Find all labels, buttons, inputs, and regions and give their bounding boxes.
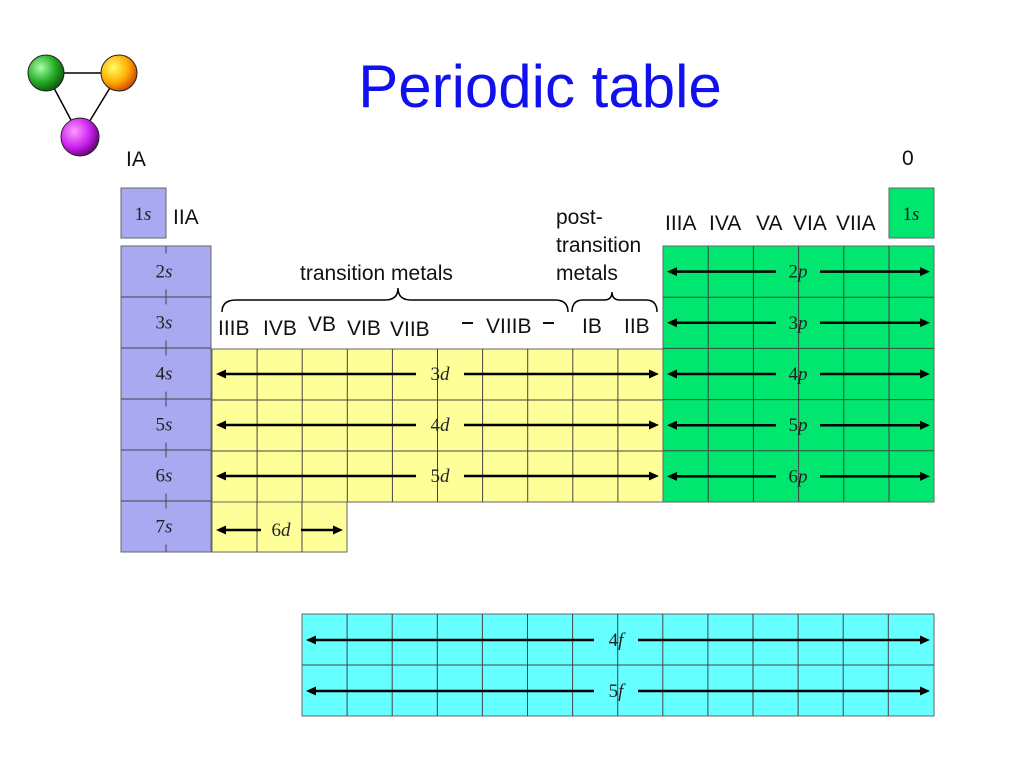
group-label-ib: IB — [582, 315, 602, 338]
orbital-3p-label: 3p — [789, 312, 808, 333]
orbital-4f-arrowhead-left — [306, 635, 316, 645]
group-label-viia: VIIA — [836, 212, 876, 235]
orbital-4s-label: 4s — [156, 363, 173, 384]
orbital-6d-label: 6d — [272, 520, 292, 541]
orange-atom-icon — [100, 54, 138, 92]
d-block-6d-row — [211, 501, 348, 553]
green-atom-icon — [27, 54, 65, 92]
post-transition-line-3: metals — [556, 262, 618, 285]
group-label-iiib: IIIB — [218, 317, 250, 340]
orbital-4f-arrowhead-right — [920, 635, 930, 645]
orbital-3p-arrowhead-left — [667, 318, 677, 328]
viiib-left-dash — [462, 322, 473, 324]
orbital-5d-label: 5d — [431, 466, 451, 487]
orbital-5f-label: 5f — [609, 681, 627, 702]
group-label-va: VA — [756, 212, 783, 235]
helium-1s-cell — [888, 187, 935, 239]
group-label-viib: VIIB — [390, 318, 430, 341]
transition-metals-label: transition metals — [300, 262, 453, 285]
orbital-5d-arrowhead-left — [216, 471, 226, 481]
post-transition-line-2: transition — [556, 234, 642, 257]
transition-metals-brace — [221, 287, 569, 313]
post-transition-line-1: post- — [556, 206, 603, 229]
orbital-6p-arrowhead-right — [920, 471, 930, 481]
orbital-7s-label: 7s — [156, 516, 173, 537]
orbital-3d-arrowhead-left — [216, 369, 226, 379]
group-label-iva: IVA — [709, 212, 742, 235]
group-label-ia: IA — [126, 148, 146, 171]
post-transition-metals-label: post- transition metals — [556, 204, 641, 288]
molecule-logo-icon — [27, 54, 138, 157]
orbital-2s-label: 2s — [156, 261, 173, 282]
orbital-6s-label: 6s — [156, 465, 173, 486]
orbital-5p-label: 5p — [789, 415, 808, 436]
orbital-5d-arrowhead-right — [649, 471, 659, 481]
s-block-1s-cell — [120, 187, 167, 239]
group-label-iia: IIA — [173, 206, 199, 229]
orbital-4p-arrowhead-right — [920, 369, 930, 379]
orbital-4d-arrowhead-right — [649, 420, 659, 430]
orbital-6d-arrowhead-right — [333, 525, 343, 535]
orbital-5p-arrowhead-left — [667, 420, 677, 430]
orbital-1s-label: 1s — [135, 204, 152, 225]
orbital-4p-label: 4p — [789, 364, 808, 385]
orbital-4d-arrowhead-left — [216, 420, 226, 430]
page-title: Periodic table — [358, 53, 722, 120]
orbital-2p-label: 2p — [789, 261, 808, 282]
orbital-3p-arrowhead-right — [920, 318, 930, 328]
group-label-via: VIA — [793, 212, 827, 235]
orbital-5p-arrowhead-right — [920, 420, 930, 430]
group-label-iiia: IIIA — [665, 212, 697, 235]
orbital-5f-arrowhead-left — [306, 686, 316, 696]
group-label-ivb: IVB — [263, 317, 297, 340]
viiib-right-dash — [543, 322, 554, 324]
orbital-6d-arrowhead-left — [216, 525, 226, 535]
orbital-4f-label: 4f — [609, 630, 627, 651]
group-label-zero: 0 — [902, 147, 914, 170]
orbital-5f-arrowhead-right — [920, 686, 930, 696]
orbital-he-1s-label: 1s — [903, 204, 920, 225]
purple-atom-icon — [60, 117, 100, 157]
orbital-2p-arrowhead-left — [667, 267, 677, 277]
group-label-iib: IIB — [624, 315, 650, 338]
orbital-2p-arrowhead-right — [920, 267, 930, 277]
group-label-vb: VB — [308, 313, 337, 336]
orbital-3d-label: 3d — [431, 364, 451, 385]
orbital-3s-label: 3s — [156, 312, 173, 333]
orbital-3d-arrowhead-right — [649, 369, 659, 379]
orbital-4p-arrowhead-left — [667, 369, 677, 379]
group-label-vib: VIB — [347, 317, 381, 340]
group-label-viiib: VIIIB — [486, 315, 532, 338]
orbital-4d-label: 4d — [431, 415, 451, 436]
post-transition-brace — [571, 291, 658, 313]
orbital-6p-arrowhead-left — [667, 471, 677, 481]
orbital-5s-label: 5s — [156, 414, 173, 435]
orbital-6p-label: 6p — [789, 466, 808, 487]
